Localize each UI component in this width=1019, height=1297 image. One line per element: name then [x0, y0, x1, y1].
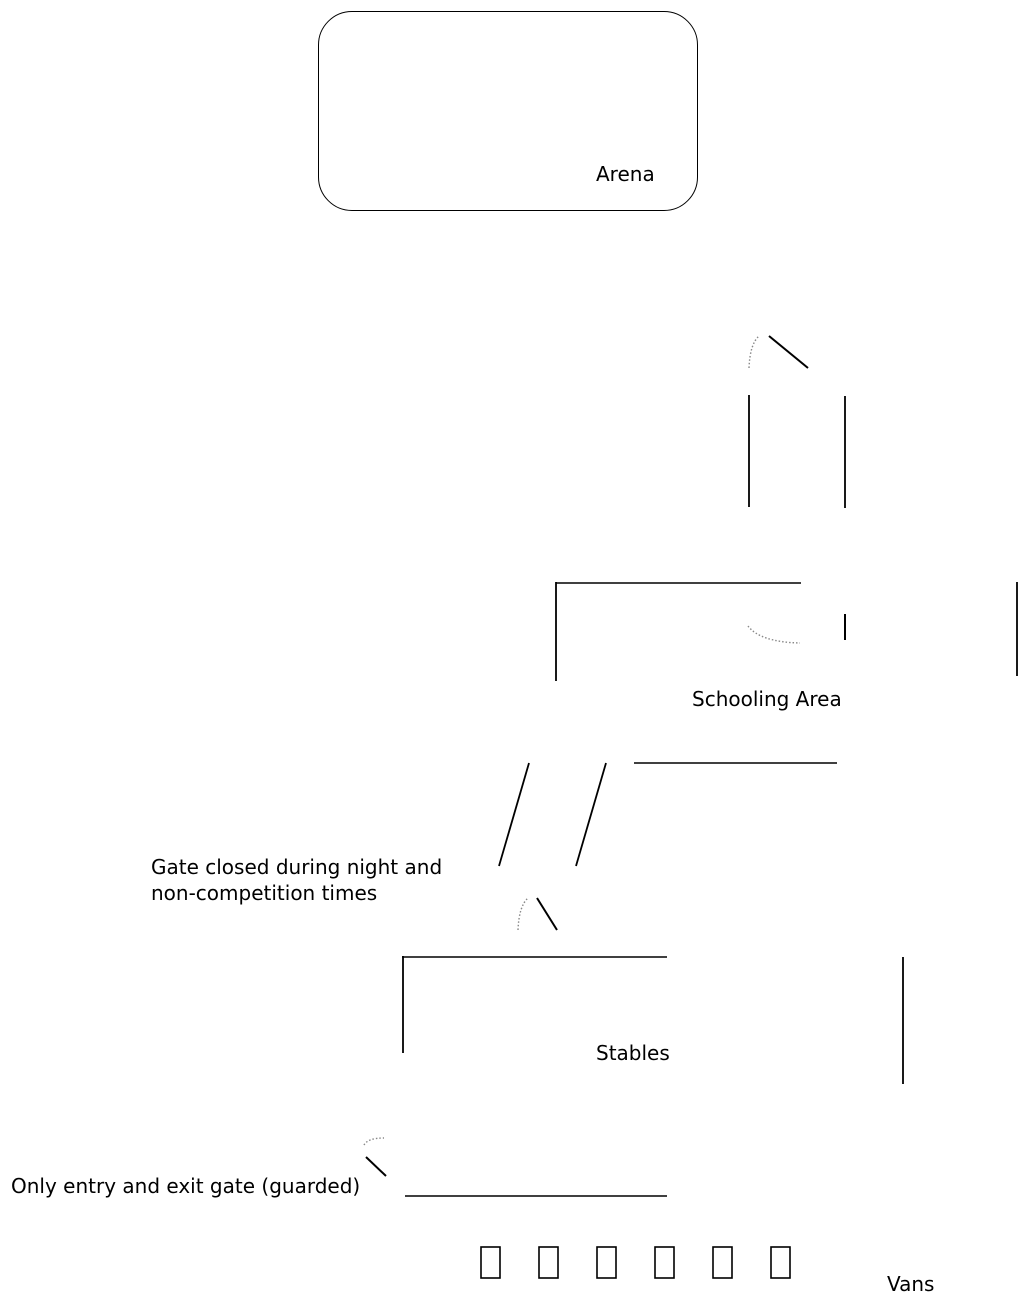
vans-label: Vans — [887, 1272, 935, 1296]
arena-label: Arena — [596, 162, 655, 186]
lane-diagonal-wall-left — [498, 762, 530, 867]
schooling-area-label: Schooling Area — [692, 687, 842, 711]
arena-gate — [748, 335, 809, 369]
van-5 — [712, 1246, 733, 1279]
night-gate — [517, 897, 558, 931]
arena-gate-swing-arc — [748, 335, 760, 369]
lane-diagonal-wall-right — [575, 762, 607, 867]
schooling-area-enclosure — [555, 582, 1018, 764]
arena-gate-leaf — [768, 335, 809, 369]
night-gate-label-line1: Gate closed during night and — [151, 855, 443, 879]
stables-label: Stables — [596, 1041, 670, 1065]
vans-parking — [480, 1246, 791, 1279]
entry-exit-gate — [363, 1137, 387, 1177]
entry-gate-leaf — [365, 1156, 387, 1177]
van-4 — [654, 1246, 675, 1279]
van-3 — [596, 1246, 617, 1279]
night-gate-swing-arc — [517, 897, 529, 931]
schooling-gate-swing-arc — [747, 625, 801, 644]
entry-gate-label: Only entry and exit gate (guarded) — [11, 1174, 361, 1198]
van-1 — [480, 1246, 501, 1279]
stables-enclosure — [402, 956, 904, 1197]
entry-gate-swing-arc — [363, 1137, 385, 1146]
night-gate-leaf — [536, 897, 558, 931]
van-2 — [538, 1246, 559, 1279]
night-gate-label-line2: non-competition times — [151, 881, 378, 905]
van-6 — [770, 1246, 791, 1279]
arena-boundary — [318, 11, 698, 211]
